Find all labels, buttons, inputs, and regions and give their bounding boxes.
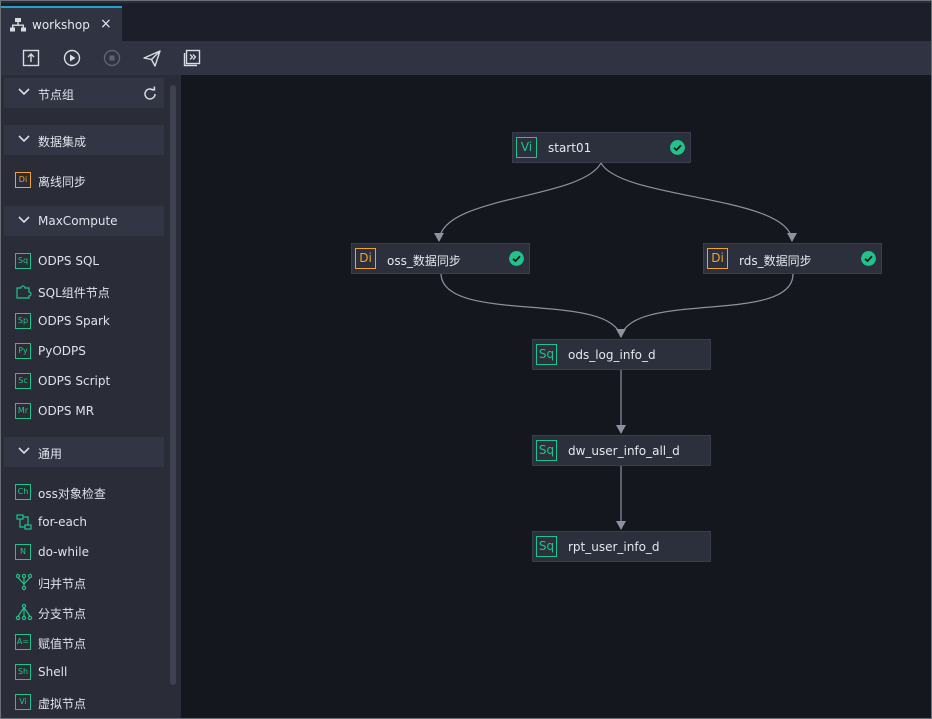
close-icon[interactable]: × bbox=[100, 16, 112, 32]
edge-oss-to-ods bbox=[440, 273, 622, 338]
sidebar-item-offline-sync[interactable]: Di 离线同步 bbox=[15, 169, 165, 191]
chevron-down-icon bbox=[18, 88, 30, 96]
success-check-icon bbox=[861, 251, 876, 266]
chevron-down-icon bbox=[18, 216, 30, 224]
group-general[interactable]: 通用 bbox=[4, 437, 164, 467]
sidebar-scrollbar[interactable] bbox=[170, 85, 176, 685]
sidebar-item-label: do-while bbox=[38, 545, 89, 559]
toolbar bbox=[1, 41, 931, 75]
sidebar-item-label: 虚拟节点 bbox=[38, 697, 87, 711]
chevron-down-icon bbox=[18, 135, 30, 143]
sidebar-item-label: for-each bbox=[38, 515, 88, 529]
do-while-icon: N bbox=[15, 544, 31, 560]
stop-icon[interactable] bbox=[102, 48, 122, 68]
sidebar-item-oss-check[interactable]: Ch oss对象检查 bbox=[15, 481, 165, 503]
sql-node-icon: Sq bbox=[536, 344, 557, 365]
node-label: oss_数据同步 bbox=[387, 254, 461, 268]
sidebar-item-odps-sql[interactable]: Sq ODPS SQL bbox=[15, 250, 165, 272]
sidebar-item-label: 赋值节点 bbox=[38, 637, 87, 651]
success-check-icon bbox=[670, 140, 685, 155]
sidebar-item-assign[interactable]: A= 赋值节点 bbox=[15, 631, 165, 653]
di-node-icon: Di bbox=[355, 248, 376, 269]
shell-icon: Sh bbox=[15, 664, 31, 680]
node-label: ods_log_info_d bbox=[568, 348, 656, 362]
sidebar-item-label: ODPS Spark bbox=[38, 314, 110, 328]
sidebar-item-virtual[interactable]: Vi 虚拟节点 bbox=[15, 691, 165, 713]
node-oss-sync[interactable]: Di oss_数据同步 bbox=[351, 243, 530, 274]
group-data-integration[interactable]: 数据集成 bbox=[4, 125, 164, 155]
run-icon[interactable] bbox=[62, 48, 82, 68]
node-label: rpt_user_info_d bbox=[568, 540, 660, 554]
submit-icon[interactable] bbox=[21, 48, 41, 68]
node-start01[interactable]: Vi start01 bbox=[512, 132, 691, 163]
merge-icon bbox=[15, 573, 33, 591]
edge-rds-to-ods bbox=[620, 273, 794, 338]
sql-icon: Sq bbox=[15, 253, 31, 269]
sidebar-item-merge[interactable]: 归并节点 bbox=[15, 571, 165, 593]
workflow-icon bbox=[10, 18, 26, 32]
success-check-icon bbox=[509, 251, 524, 266]
sidebar-item-label: 归并节点 bbox=[38, 577, 87, 591]
script-icon: Sc bbox=[15, 373, 31, 389]
edge-start-to-oss bbox=[438, 162, 602, 242]
edge-start-to-rds bbox=[600, 162, 793, 242]
sidebar-item-for-each[interactable]: for-each bbox=[15, 511, 165, 533]
assign-icon: A= bbox=[15, 634, 31, 650]
sidebar-item-sql-component[interactable]: SQL组件节点 bbox=[15, 280, 165, 302]
sidebar-item-label: 分支节点 bbox=[38, 607, 87, 621]
puzzle-icon bbox=[16, 285, 32, 299]
virtual-icon: Vi bbox=[15, 694, 31, 710]
sidebar-item-label: ODPS MR bbox=[38, 404, 95, 418]
check-icon: Ch bbox=[15, 484, 31, 500]
sidebar-item-label: SQL组件节点 bbox=[38, 286, 110, 300]
tab-label: workshop bbox=[32, 18, 90, 32]
branch-icon bbox=[15, 603, 33, 621]
node-label: start01 bbox=[548, 141, 592, 155]
workflow-canvas[interactable]: Vi start01 Di oss_数据同步 Di rds_数据同步 bbox=[181, 75, 931, 718]
di-icon: Di bbox=[15, 172, 31, 188]
group-title: MaxCompute bbox=[38, 214, 118, 228]
sidebar-item-pyodps[interactable]: Py PyODPS bbox=[15, 340, 165, 362]
virtual-node-icon: Vi bbox=[516, 137, 537, 158]
node-dw-user-info-all-d[interactable]: Sq dw_user_info_all_d bbox=[532, 435, 711, 466]
mapreduce-icon: Mr bbox=[15, 403, 31, 419]
sidebar-item-do-while[interactable]: N do-while bbox=[15, 541, 165, 563]
group-title: 通用 bbox=[38, 447, 63, 461]
sidebar-item-odps-script[interactable]: Sc ODPS Script bbox=[15, 370, 165, 392]
refresh-icon[interactable] bbox=[142, 86, 158, 102]
di-node-icon: Di bbox=[707, 248, 728, 269]
node-ods-log-info-d[interactable]: Sq ods_log_info_d bbox=[532, 339, 711, 370]
tab-bar: workshop × bbox=[1, 1, 931, 43]
send-icon[interactable] bbox=[142, 48, 162, 68]
group-node-group[interactable]: 节点组 bbox=[4, 78, 164, 108]
sidebar-item-label: PyODPS bbox=[38, 344, 86, 358]
node-palette-sidebar: 节点组 数据集成 Di 离线同步 MaxCompute Sq ODP bbox=[1, 75, 181, 718]
edges-layer bbox=[434, 162, 797, 530]
node-rds-sync[interactable]: Di rds_数据同步 bbox=[703, 243, 882, 274]
group-title: 数据集成 bbox=[38, 135, 87, 149]
sidebar-item-label: ODPS SQL bbox=[38, 254, 100, 268]
sidebar-item-label: 离线同步 bbox=[38, 175, 87, 189]
loop-icon bbox=[16, 514, 32, 530]
chevron-down-icon bbox=[18, 447, 30, 455]
python-icon: Py bbox=[15, 343, 31, 359]
sidebar-item-odps-spark[interactable]: Sp ODPS Spark bbox=[15, 310, 165, 332]
sidebar-item-label: oss对象检查 bbox=[38, 487, 106, 501]
node-label: rds_数据同步 bbox=[739, 254, 812, 268]
deploy-icon[interactable] bbox=[182, 48, 202, 68]
spark-icon: Sp bbox=[15, 313, 31, 329]
sql-node-icon: Sq bbox=[536, 440, 557, 461]
group-title: 节点组 bbox=[38, 88, 75, 102]
sidebar-item-label: Shell bbox=[38, 665, 68, 679]
node-label: dw_user_info_all_d bbox=[568, 444, 680, 458]
sidebar-item-shell[interactable]: Sh Shell bbox=[15, 661, 165, 683]
sidebar-item-label: ODPS Script bbox=[38, 374, 111, 388]
tab-workshop[interactable]: workshop × bbox=[1, 6, 122, 43]
sidebar-item-odps-mr[interactable]: Mr ODPS MR bbox=[15, 400, 165, 422]
group-maxcompute[interactable]: MaxCompute bbox=[4, 206, 164, 236]
sidebar-item-branch[interactable]: 分支节点 bbox=[15, 601, 165, 623]
node-rpt-user-info-d[interactable]: Sq rpt_user_info_d bbox=[532, 531, 711, 562]
sql-node-icon: Sq bbox=[536, 536, 557, 557]
